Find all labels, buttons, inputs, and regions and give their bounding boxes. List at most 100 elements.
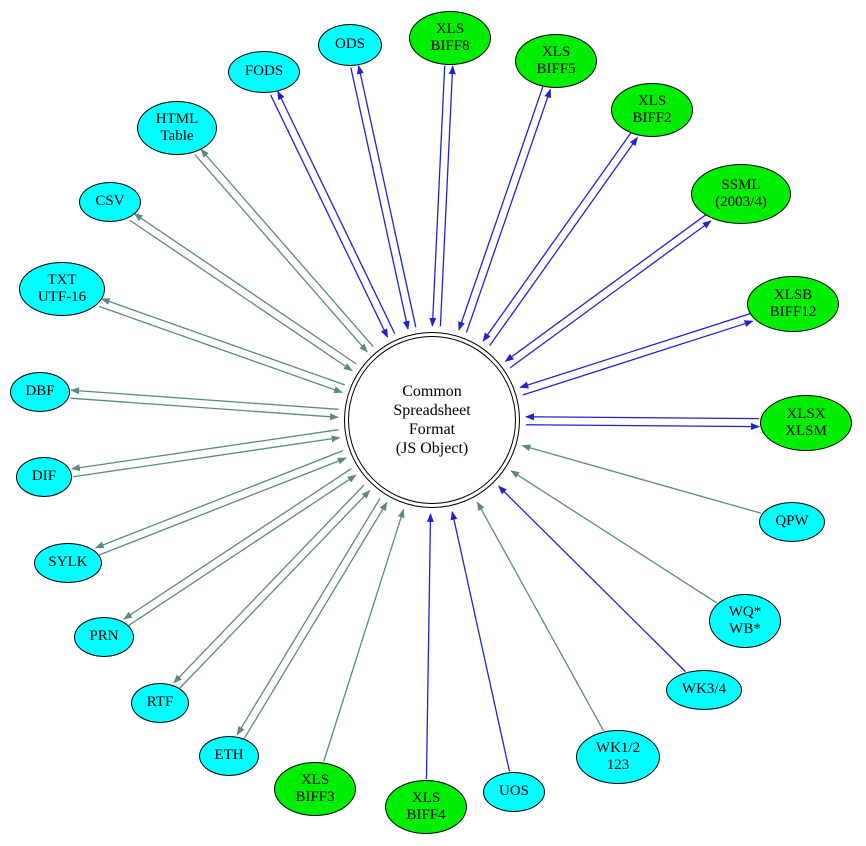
edge-rtf-in bbox=[179, 489, 371, 689]
edge-xlsb-out bbox=[522, 320, 754, 396]
edge-sylk-in bbox=[98, 457, 347, 556]
edge-xls-biff2-in bbox=[482, 132, 632, 342]
node-label-line: ETH bbox=[214, 747, 244, 764]
node-label-line: WQ* bbox=[728, 603, 762, 620]
node-label-line: PRN bbox=[89, 628, 119, 645]
edge-rtf-out bbox=[173, 484, 365, 684]
node-label-line: BIFF2 bbox=[632, 110, 672, 126]
node-label-line: XLSB bbox=[773, 286, 813, 303]
edge-ssml-in bbox=[504, 214, 707, 362]
node-rtf: RTF bbox=[131, 683, 189, 723]
node-fods: FODS bbox=[228, 51, 300, 93]
node-uos: UOS bbox=[483, 772, 545, 812]
edge-xlsx-in bbox=[525, 413, 760, 421]
center-node-label: Common Spreadsheet Format (JS Object) bbox=[348, 336, 516, 504]
edge-xlsb-in bbox=[519, 312, 751, 389]
node-label-line: WB* bbox=[729, 621, 761, 637]
node-label-line: HTML bbox=[155, 110, 199, 127]
edge-xls-biff5-in bbox=[458, 86, 544, 331]
edge-ods-in bbox=[350, 67, 410, 331]
edge-txt-utf16-out bbox=[100, 298, 345, 386]
node-qpw: QPW bbox=[759, 502, 825, 542]
edge-dbf-in bbox=[70, 397, 339, 421]
node-prn: PRN bbox=[74, 617, 134, 657]
node-label-line: BIFF8 bbox=[430, 38, 470, 54]
edge-csv-in bbox=[129, 219, 353, 372]
center-label-line: Common bbox=[402, 382, 462, 400]
edge-qpw-in bbox=[521, 444, 762, 514]
node-label-line: XLSM bbox=[785, 423, 827, 439]
edge-eth-out bbox=[236, 498, 381, 736]
edge-dif-out bbox=[70, 429, 339, 472]
node-label-line: ODS bbox=[334, 36, 365, 53]
edge-xlsx-out bbox=[525, 423, 760, 431]
node-label-line: BIFF12 bbox=[769, 304, 817, 320]
node-label-line: FODS bbox=[244, 63, 284, 80]
center-label-line: Spreadsheet bbox=[393, 401, 471, 419]
node-label-line: CSV bbox=[95, 193, 125, 210]
edge-wk34-in bbox=[498, 485, 686, 673]
node-ssml: SSML(2003/4) bbox=[691, 164, 791, 224]
center-label-line: Format bbox=[408, 421, 456, 438]
node-label-line: BIFF3 bbox=[295, 789, 335, 805]
edge-xls-biff8-out bbox=[439, 65, 456, 327]
node-label-line: XLS bbox=[637, 92, 667, 109]
edge-xls-biff4-in bbox=[425, 512, 434, 780]
node-label-line: XLS bbox=[411, 789, 441, 806]
node-sylk: SYLK bbox=[34, 543, 102, 583]
node-ods: ODS bbox=[318, 24, 382, 66]
node-label-line: 123 bbox=[606, 757, 630, 773]
node-label-line: WK3/4 bbox=[681, 681, 727, 698]
edge-uos-in bbox=[450, 510, 511, 772]
node-label-line: TXT bbox=[47, 271, 77, 288]
node-label-line: XLS bbox=[541, 43, 571, 60]
node-label-line: BIFF5 bbox=[536, 61, 576, 77]
node-label-line: XLS bbox=[300, 771, 330, 788]
edge-fods-in bbox=[270, 94, 389, 338]
edge-dif-in bbox=[72, 435, 341, 478]
center-node: Common Spreadsheet Format (JS Object) bbox=[344, 332, 520, 508]
node-wk34: WK3/4 bbox=[666, 670, 742, 710]
edge-html-table-out bbox=[200, 148, 374, 347]
node-label-line: Table bbox=[160, 128, 194, 144]
node-label-line: QPW bbox=[775, 513, 809, 530]
node-label-line: DBF bbox=[25, 383, 55, 400]
node-label-line: BIFF4 bbox=[406, 807, 446, 823]
node-dbf: DBF bbox=[10, 372, 70, 412]
center-label-line: (JS Object) bbox=[395, 440, 469, 458]
edge-sylk-out bbox=[94, 450, 344, 549]
edge-txt-utf16-in bbox=[98, 305, 343, 394]
edge-html-table-in bbox=[194, 154, 368, 353]
node-label-line: SSML bbox=[721, 176, 761, 193]
node-label-line: UTF-16 bbox=[37, 289, 87, 305]
edge-wq-wb-in bbox=[510, 470, 718, 604]
node-label-line: WK1/2 bbox=[595, 739, 641, 756]
edge-prn-out bbox=[123, 467, 352, 620]
node-dif: DIF bbox=[16, 457, 72, 497]
node-label-line: UOS bbox=[498, 783, 529, 800]
edge-xls-biff8-in bbox=[429, 65, 446, 327]
node-label-line: (2003/4) bbox=[715, 194, 767, 210]
edge-csv-out bbox=[133, 213, 357, 365]
edge-dbf-out bbox=[70, 387, 339, 410]
edge-xls-biff5-out bbox=[465, 88, 552, 333]
edge-prn-in bbox=[127, 474, 357, 627]
edge-ssml-out bbox=[509, 220, 712, 369]
node-label-line: DIF bbox=[31, 468, 57, 485]
edge-wk12-123-in bbox=[476, 501, 605, 731]
node-label-line: SYLK bbox=[48, 554, 88, 571]
node-label-line: XLSX bbox=[786, 405, 826, 422]
node-csv: CSV bbox=[79, 182, 141, 222]
